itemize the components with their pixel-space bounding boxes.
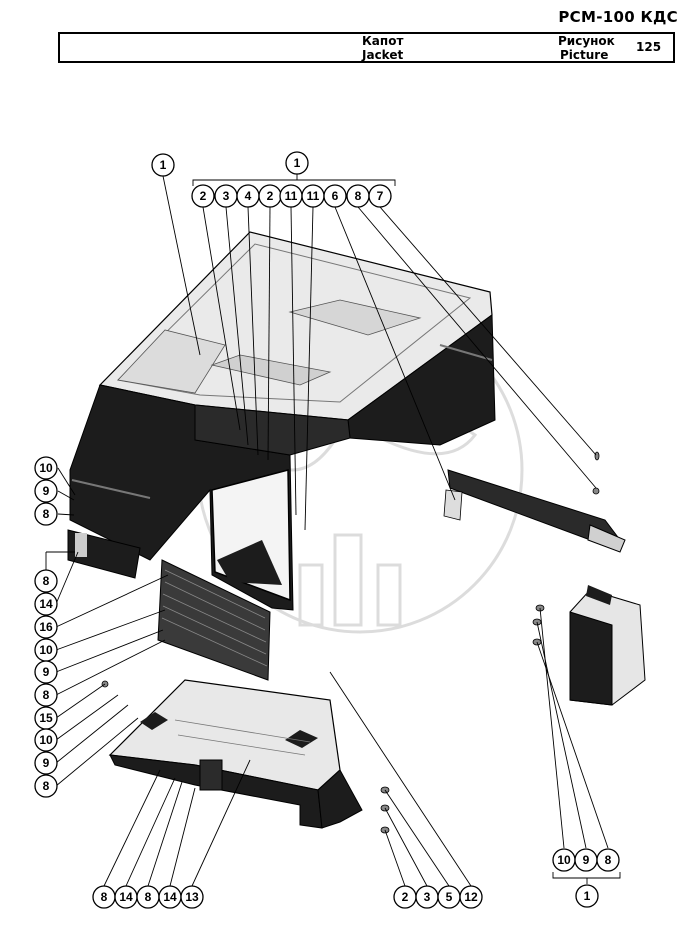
svg-text:2: 2 [200,189,207,203]
side-panel [569,585,646,706]
callout-bl-1: 14 [114,885,138,909]
callout-br-1: 9 [574,848,598,872]
svg-text:5: 5 [446,890,453,904]
svg-text:8: 8 [43,574,50,588]
callout-top-0: 2 [191,184,215,208]
callout-left-10: 10 [34,728,58,752]
callout-left-7: 9 [34,660,58,684]
callout-bm-2: 5 [437,885,461,909]
callout-top-5: 11 [301,184,325,208]
svg-text:14: 14 [39,597,53,611]
callout-left-11: 9 [34,751,58,775]
svg-text:3: 3 [424,890,431,904]
callout-left-4: 14 [34,592,58,616]
title-ru: Капот [362,34,404,48]
callout-left-3: 8 [34,569,58,593]
callout-bl-3: 14 [158,885,182,909]
svg-text:14: 14 [163,890,177,904]
callout-top-3: 2 [258,184,282,208]
svg-text:13: 13 [185,890,199,904]
callout-top-7: 8 [346,184,370,208]
callout-bottom-group: 1 [575,884,599,908]
title-en: Jacket [362,48,404,62]
svg-text:9: 9 [43,756,50,770]
callout-bl-4: 13 [180,885,204,909]
callout-bl-2: 8 [136,885,160,909]
callout-top-1: 3 [214,184,238,208]
svg-text:1: 1 [584,889,591,903]
callout-left-2: 8 [34,502,58,526]
callout-left-5: 16 [34,615,58,639]
callout-top-6: 6 [323,184,347,208]
svg-text:4: 4 [245,189,252,203]
svg-text:9: 9 [583,853,590,867]
callout-left-1: 9 [34,479,58,503]
callout-left-9: 15 [34,706,58,730]
svg-text:10: 10 [557,853,571,867]
svg-text:12: 12 [464,890,478,904]
left-bracket-plate [75,533,87,557]
svg-text:14: 14 [119,890,133,904]
callout-left-8: 8 [34,683,58,707]
leader-lines [45,174,621,887]
fasteners [101,451,600,834]
svg-text:11: 11 [285,189,298,203]
svg-text:15: 15 [39,711,53,725]
svg-text:1: 1 [294,156,301,170]
title-block: Капот Jacket Рисунок Picture 125 [58,32,675,63]
callout-row-bottom-left: 8 14 8 14 13 [92,885,204,909]
frame-beam [443,469,626,553]
svg-text:3: 3 [223,189,230,203]
svg-text:7: 7 [377,189,384,203]
svg-text:8: 8 [605,853,612,867]
picture-label-en: Picture [560,48,609,62]
svg-text:11: 11 [307,189,320,203]
svg-text:8: 8 [355,189,362,203]
callout-top-group: 1 [285,151,309,175]
callout-top-8: 7 [368,184,392,208]
picture-label-ru: Рисунок [558,34,615,48]
callout-column-left: 10 9 8 8 14 16 10 9 8 15 10 9 8 [34,456,58,798]
picture-number: 125 [636,40,662,54]
callout-br-2: 8 [596,848,620,872]
svg-text:10: 10 [39,461,53,475]
hood-assembly [69,231,496,611]
callout-left-0: 10 [34,456,58,480]
svg-text:8: 8 [101,890,108,904]
callout-left-12: 8 [34,774,58,798]
callout-hood-left: 1 [151,153,175,177]
callout-left-6: 10 [34,638,58,662]
svg-text:8: 8 [43,779,50,793]
svg-text:8: 8 [145,890,152,904]
svg-text:6: 6 [332,189,339,203]
radiator-grille [157,559,271,681]
svg-text:10: 10 [39,733,53,747]
svg-text:2: 2 [267,189,274,203]
svg-text:2: 2 [402,890,409,904]
svg-text:10: 10 [39,643,53,657]
callout-bl-0: 8 [92,885,116,909]
callout-bm-0: 2 [393,885,417,909]
svg-text:1: 1 [160,158,167,172]
svg-text:8: 8 [43,507,50,521]
callout-top-2: 4 [236,184,260,208]
svg-text:8: 8 [43,688,50,702]
model-code: РСМ-100 КДС [558,8,678,26]
lower-hood [108,679,363,829]
callout-bm-3: 12 [459,885,483,909]
svg-text:9: 9 [43,665,50,679]
callout-row-bottom-mid: 2 3 5 12 [393,885,483,909]
callout-row-top: 2 3 4 2 11 11 6 8 7 [191,184,392,208]
svg-text:16: 16 [39,620,53,634]
svg-text:9: 9 [43,484,50,498]
callout-bm-1: 3 [415,885,439,909]
callout-br-0: 10 [552,848,576,872]
callout-row-bottom-right: 10 9 8 [552,848,620,872]
callout-top-4: 11 [279,184,303,208]
